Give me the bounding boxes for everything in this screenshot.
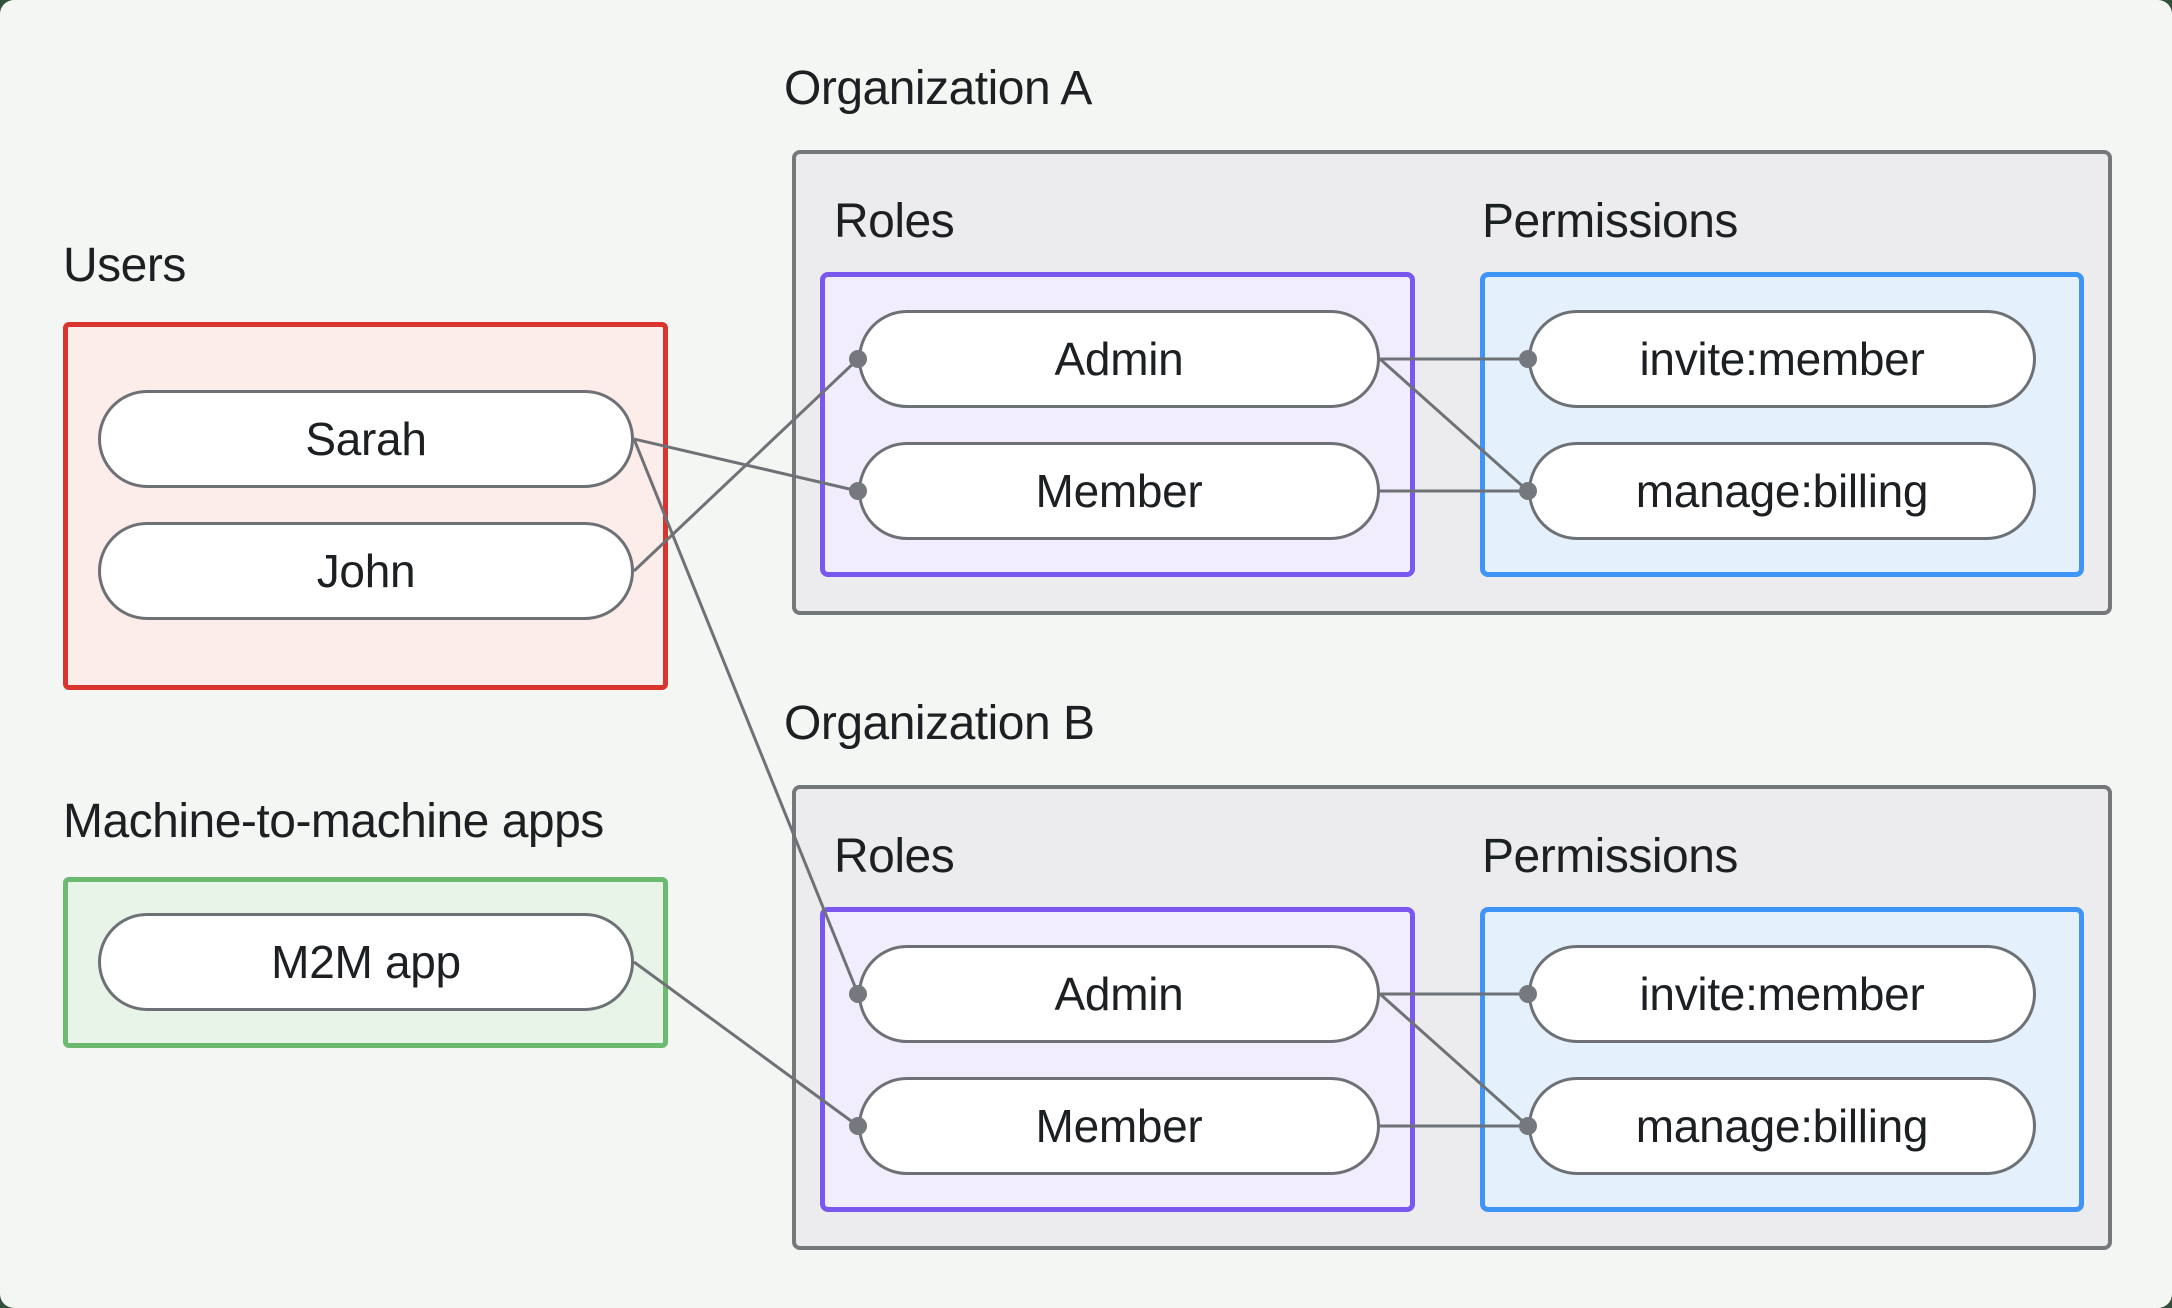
org-a-title: Organization A [784, 62, 1092, 115]
users-group-box: Sarah John [63, 322, 668, 690]
org-b-permissions-box: invite:member manage:billing [1480, 907, 2084, 1212]
org-b-permissions-label: Permissions [1482, 830, 1738, 883]
m2m-group-label: Machine-to-machine apps [63, 795, 604, 848]
org-b-role-admin: Admin [858, 945, 1380, 1043]
org-a-role-admin: Admin [858, 310, 1380, 408]
m2m-group-box: M2M app [63, 877, 668, 1048]
user-node-john: John [98, 522, 634, 620]
org-a-box: Roles Permissions Admin Member invite:me… [792, 150, 2112, 615]
org-b-roles-label: Roles [834, 830, 955, 883]
org-a-permission-invite-member: invite:member [1528, 310, 2036, 408]
org-b-box: Roles Permissions Admin Member invite:me… [792, 785, 2112, 1250]
org-b-title: Organization B [784, 697, 1095, 750]
org-b-permission-manage-billing: manage:billing [1528, 1077, 2036, 1175]
org-a-permissions-box: invite:member manage:billing [1480, 272, 2084, 577]
users-group-label: Users [63, 239, 186, 292]
org-b-permission-invite-member: invite:member [1528, 945, 2036, 1043]
org-a-permissions-label: Permissions [1482, 195, 1738, 248]
org-a-roles-label: Roles [834, 195, 955, 248]
org-a-roles-box: Admin Member [820, 272, 1415, 577]
org-a-role-member: Member [858, 442, 1380, 540]
org-b-roles-box: Admin Member [820, 907, 1415, 1212]
org-b-role-member: Member [858, 1077, 1380, 1175]
org-a-permission-manage-billing: manage:billing [1528, 442, 2036, 540]
m2m-app-node: M2M app [98, 913, 634, 1011]
user-node-sarah: Sarah [98, 390, 634, 488]
